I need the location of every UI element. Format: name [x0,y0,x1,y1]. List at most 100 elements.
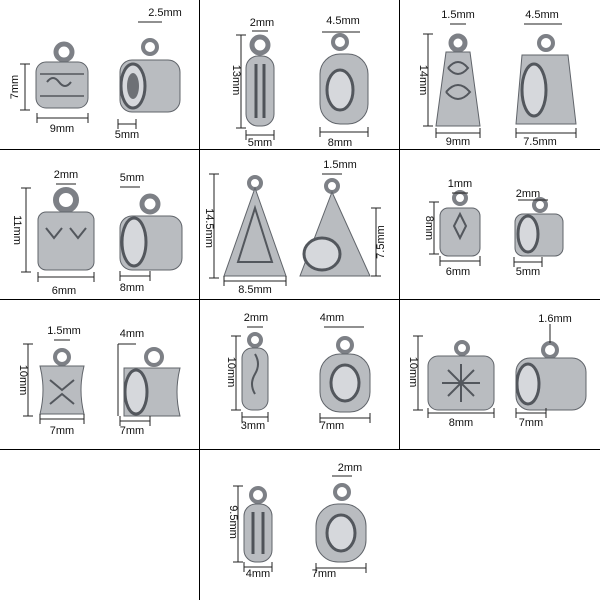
dimension-lines [429,192,548,267]
dimension-label: 8mm [328,137,352,149]
dimension-label: 8mm [423,216,435,240]
product-cell: 1mm 8mm 6mm 2mm 5mm [400,150,600,300]
dimension-label: 8mm [449,417,473,429]
bail-illustration: 2mm 11mm 6mm 5mm 8mm [11,169,183,297]
dimension-label: 6mm [52,285,76,297]
dimension-label: 4mm [246,568,270,580]
product-cell: 9.5mm 4mm 2mm 7mm [200,450,400,600]
dimension-label: 14mm [417,65,429,96]
bail-illustration: 1.5mm 14mm 9mm 4.5mm 7.5mm [417,9,577,148]
dimension-label: 2mm [516,188,540,200]
bail-side-view [299,178,371,277]
bail-side-view [119,193,183,271]
bail-illustration: 2mm 13mm 5mm 4.5mm 8mm [230,15,369,149]
dimension-label: 7mm [519,417,543,429]
product-cell: 10mm 8mm 1.6mm 7mm [400,300,600,450]
dimension-label: 7.5mm [375,225,387,259]
dimension-label: 4mm [320,312,344,324]
dimension-label: 4.5mm [326,15,360,27]
dimension-label: 1.5mm [47,325,81,337]
dimension-label: 3mm [241,420,265,432]
dimension-label: 5mm [120,172,144,184]
dimension-label: 2.5mm [148,7,182,19]
bail-side-view [315,483,367,563]
dimension-label: 14.5mm [203,208,215,248]
bail-illustration: 1mm 8mm 6mm 2mm 5mm [423,178,564,278]
bail-side-view [514,197,564,257]
product-cell: 2mm 10mm 3mm 4mm 7mm [200,300,400,450]
dimension-label: 8mm [120,282,144,294]
bail-front-view [241,332,269,411]
dimension-label: 6mm [446,266,470,278]
dimension-label: 10mm [17,365,29,396]
grid-divider [0,449,600,450]
product-cell: 2mm 11mm 6mm 5mm 8mm [0,150,200,300]
bail-side-view [119,38,181,113]
dimension-lines [20,21,162,129]
dimension-label: 7mm [50,425,74,437]
dimension-lines [21,183,151,282]
dimension-label: 1.6mm [538,313,572,325]
dimension-label: 1.5mm [441,9,475,21]
dimension-label: 5mm [248,137,272,149]
dimension-label: 7.5mm [523,136,557,148]
dimension-lines [233,475,367,573]
bail-front-view [439,190,481,257]
dimension-label: 2mm [338,462,362,474]
grid-divider [199,0,200,600]
bail-front-view [435,33,481,127]
bail-illustration: 7mm 9mm 2.5mm 5mm [9,7,182,141]
dimension-label: 7mm [320,420,344,432]
grid-divider [399,0,400,450]
dimension-lines [231,326,371,423]
bail-side-view [123,347,181,417]
dimension-label: 5mm [115,129,139,141]
dimension-label: 7mm [9,75,21,99]
dimension-label: 5mm [516,266,540,278]
bail-front-view [243,486,273,563]
dimension-label: 10mm [407,357,419,388]
dimension-lines [413,324,551,418]
dimension-label: 8.5mm [238,284,272,296]
bail-front-view [223,175,287,277]
bail-front-view [427,340,495,411]
dimension-label: 1.5mm [323,159,357,171]
dimension-label: 4mm [120,328,144,340]
bail-front-view [39,348,85,415]
bail-front-view [35,41,89,109]
dimension-lines [209,173,381,286]
grid-divider [0,299,600,300]
dimension-lines [23,339,151,426]
product-cell: 1.5mm 10mm 7mm 4mm 7mm [0,300,200,450]
product-cell: 2mm 13mm 5mm 4.5mm 8mm [200,0,400,150]
bail-front-view [245,34,275,127]
bail-side-view [515,34,577,125]
dimension-label: 4.5mm [525,9,559,21]
bail-front-view [37,187,95,271]
product-cell: 1.5mm 14mm 9mm 4.5mm 7.5mm [400,0,600,150]
dimension-lines [423,23,577,138]
dimension-label: 13mm [230,65,242,96]
bail-illustration: 10mm 8mm 1.6mm 7mm [407,313,587,429]
bail-side-view [319,336,371,413]
product-cell: 14.5mm 8.5mm 1.5mm 7.5mm [200,150,400,300]
dimension-label: 1mm [448,178,472,190]
dimension-label: 11mm [11,215,23,245]
bail-side-view [515,341,587,411]
dimension-label: 2mm [250,17,274,29]
grid-divider [0,149,600,150]
dimension-label: 9mm [50,123,74,135]
bail-illustration: 1.5mm 10mm 7mm 4mm 7mm [17,325,181,437]
dimension-label: 7mm [312,568,336,580]
dimension-lines [236,30,369,140]
bail-illustration: 9.5mm 4mm 2mm 7mm [227,462,367,580]
dimension-label: 10mm [225,357,237,388]
dimension-label: 9.5mm [227,505,239,539]
bail-illustration: 14.5mm 8.5mm 1.5mm 7.5mm [203,159,387,296]
dimension-label: 2mm [244,312,268,324]
bail-illustration: 2mm 10mm 3mm 4mm 7mm [225,312,371,432]
product-cell: 7mm 9mm 2.5mm 5mm [0,0,200,150]
dimension-label: 7mm [120,425,144,437]
dimension-label: 2mm [54,169,78,181]
